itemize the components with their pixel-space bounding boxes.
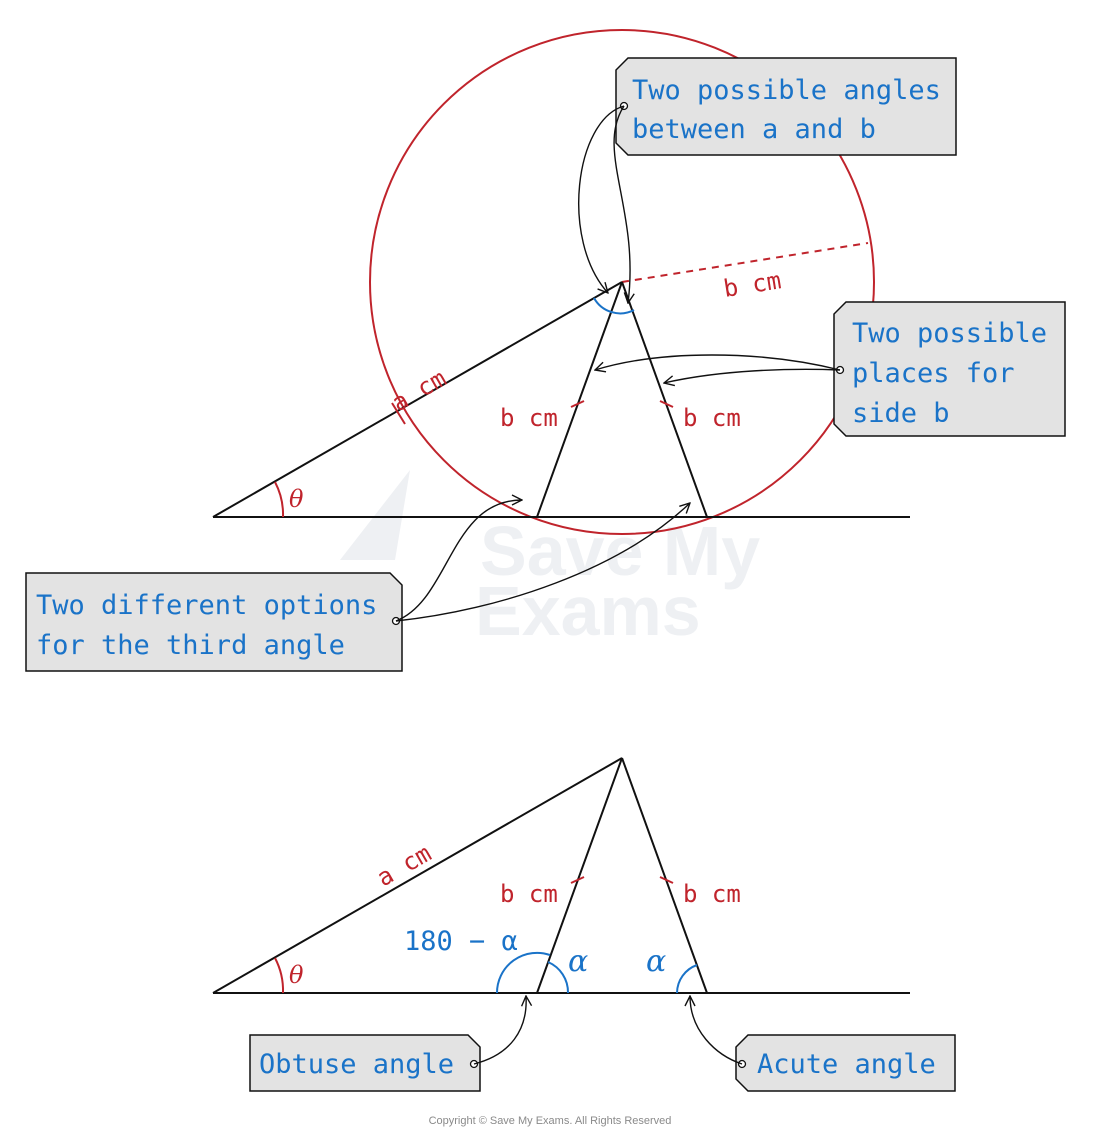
bottom-diagram: a cm b cm b cm θ 180 − α α α Obtuse angl…	[212, 757, 956, 1092]
callout-angles-line2: between a and b	[632, 114, 876, 145]
callout-places-line2: places for	[852, 358, 1015, 389]
arrow-third-1	[395, 500, 522, 622]
arrow-angle-1	[578, 105, 625, 293]
obtuse-angle-arc	[495, 951, 551, 994]
label-b-cm-left: b cm	[500, 404, 558, 432]
tick-a	[391, 402, 406, 425]
arrow-place-1	[595, 354, 841, 370]
top-diagram: a cm b cm b cm b cm θ Two possible angle…	[25, 29, 1066, 672]
label-a-cm: a cm	[387, 364, 451, 417]
callout-places-line1: Two possible	[852, 318, 1047, 349]
label-b-cm-dashed: b cm	[722, 266, 783, 303]
label-180-minus-alpha: 180 − α	[404, 926, 518, 957]
label-alpha-left: α	[568, 944, 588, 979]
callout-obtuse-box	[249, 1034, 481, 1092]
callout-third-line1: Two different options	[36, 590, 377, 621]
watermark-line1: Save My	[480, 512, 760, 590]
side-a-bottom	[212, 757, 623, 994]
theta-arc	[274, 481, 285, 518]
label-b-cm-right-bottom: b cm	[683, 880, 741, 908]
label-alpha-right: α	[646, 944, 666, 979]
arrow-place-2	[664, 368, 841, 383]
callout-angles-box	[615, 57, 957, 156]
watermark-logo-icon	[340, 470, 410, 560]
arrow-third-2	[395, 503, 690, 622]
callout-angles-line1: Two possible angles	[632, 75, 941, 106]
alpha-arc-left	[547, 961, 570, 994]
tick-b-right-bottom	[659, 876, 674, 884]
theta-arc-bottom	[274, 957, 285, 994]
label-b-cm-left-bottom: b cm	[500, 880, 558, 908]
radius-circle	[369, 29, 875, 535]
watermark-line2: Exams	[475, 572, 701, 650]
tick-b-left-bottom	[570, 876, 585, 884]
callout-acute-text: Acute angle	[757, 1049, 936, 1080]
watermark: Save My Exams	[340, 470, 760, 650]
callout-third-box	[25, 572, 403, 672]
alpha-arc-right	[676, 964, 698, 994]
callout-places-line3: side b	[852, 398, 950, 429]
side-b-right	[621, 281, 708, 518]
tick-b-right	[659, 400, 674, 408]
arrow-angle-2	[613, 105, 630, 303]
label-theta: θ	[289, 485, 304, 513]
side-a	[212, 281, 623, 518]
arrow-acute	[690, 996, 743, 1065]
label-b-cm-right: b cm	[683, 404, 741, 432]
arrow-obtuse	[473, 996, 526, 1065]
side-b-left	[536, 281, 623, 518]
side-b-left-bottom	[536, 757, 623, 994]
callout-acute-box	[735, 1034, 956, 1092]
callout-places-box	[833, 301, 1066, 437]
copyright-text: Copyright © Save My Exams. All Rights Re…	[429, 1115, 672, 1127]
callout-obtuse-text: Obtuse angle	[259, 1049, 454, 1080]
callout-third-line2: for the third angle	[36, 630, 345, 661]
dashed-radius-b	[621, 242, 869, 283]
label-theta-bottom: θ	[289, 961, 304, 989]
side-b-right-bottom	[621, 757, 708, 994]
tick-b-left	[570, 400, 585, 408]
apex-angle-arc	[593, 297, 635, 315]
